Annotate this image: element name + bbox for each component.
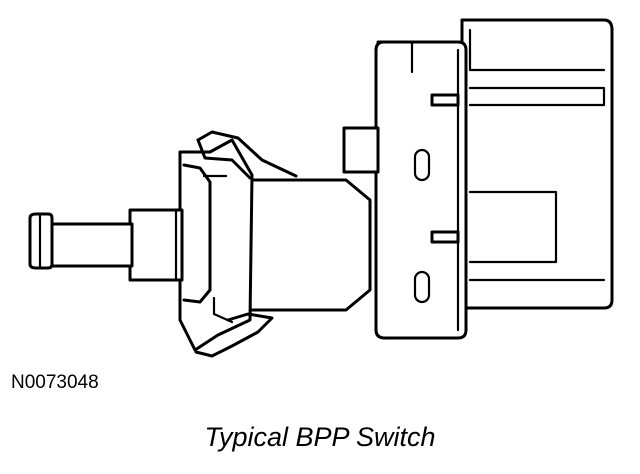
figure-id-label: N0073048 — [11, 372, 99, 393]
mounting-flange — [374, 40, 468, 340]
plunger-collar — [128, 208, 184, 282]
figure-caption: Typical BPP Switch — [204, 422, 436, 452]
flange-slot — [413, 270, 431, 304]
terminal-tab — [430, 93, 460, 107]
plunger-tip — [28, 212, 54, 270]
connector-housing — [460, 18, 614, 310]
retaining-clip — [178, 130, 298, 358]
plunger-shaft — [44, 222, 134, 268]
flange-slot — [413, 148, 431, 182]
flange-boss — [342, 126, 380, 174]
terminal-tab — [430, 230, 460, 244]
